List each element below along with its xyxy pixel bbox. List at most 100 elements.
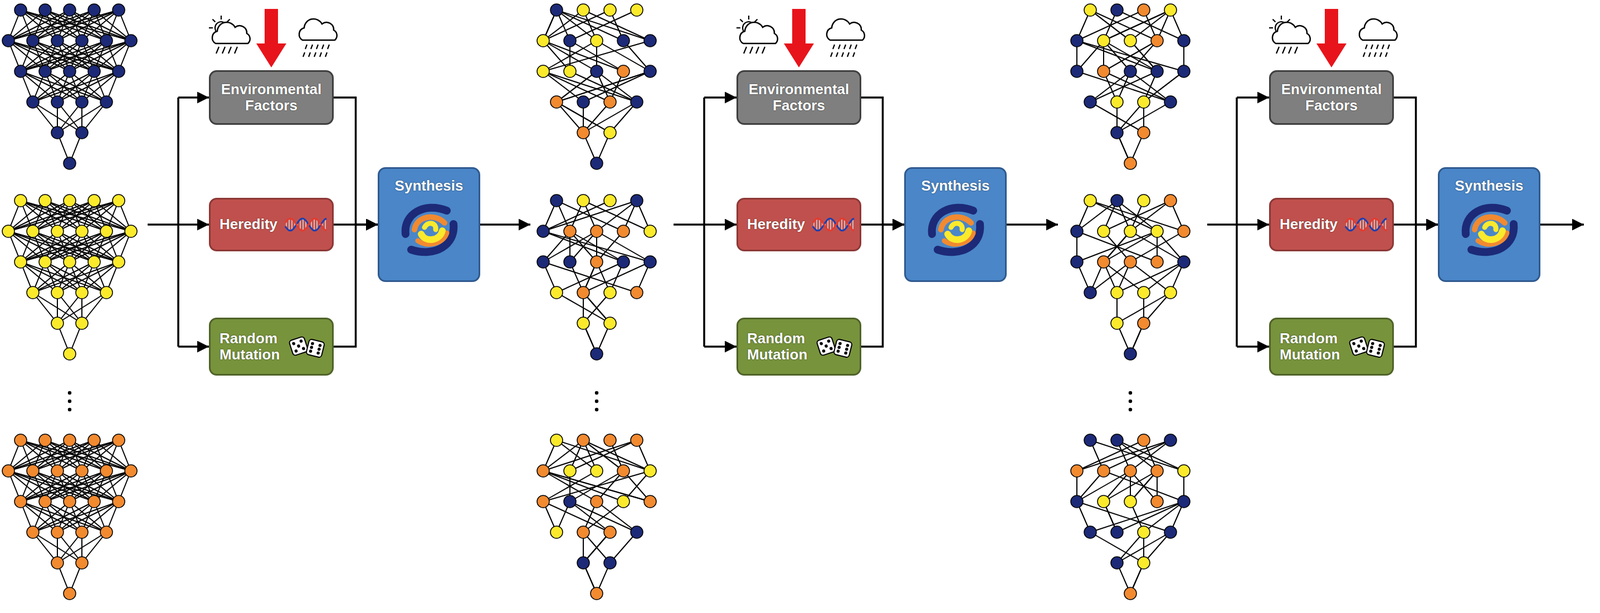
network-link xyxy=(1076,231,1158,262)
merge-connector xyxy=(1393,224,1438,347)
dna-rung xyxy=(1362,218,1364,231)
network-neuron xyxy=(14,433,27,447)
network-link xyxy=(1116,200,1158,232)
network-neuron xyxy=(1124,157,1137,170)
swirl-stroke xyxy=(947,230,969,240)
neural-network xyxy=(537,194,657,360)
mutation-box: Random Mutation xyxy=(208,317,334,376)
synthesis-swirl-icon xyxy=(395,198,463,261)
rain-drop xyxy=(1385,52,1388,57)
dna-rung xyxy=(1376,219,1378,230)
network-link xyxy=(81,10,119,41)
network-neuron xyxy=(26,286,39,299)
dna-strand xyxy=(1345,218,1387,231)
neural-network xyxy=(1070,3,1190,170)
rain-cloud-icon xyxy=(299,18,338,57)
network-neuron xyxy=(1164,95,1177,109)
network-neuron xyxy=(112,3,125,17)
rain-line xyxy=(222,46,226,54)
network-neuron xyxy=(1124,65,1137,78)
network-neuron xyxy=(1137,194,1150,207)
pressure-arrow xyxy=(1316,8,1347,68)
rain-drop xyxy=(841,52,844,57)
output-arrow xyxy=(480,223,531,226)
network-neuron xyxy=(14,65,27,78)
network-neuron xyxy=(112,433,125,447)
network-neuron xyxy=(550,433,563,447)
network-neuron xyxy=(100,286,113,299)
network-neuron xyxy=(63,194,76,207)
network-neuron xyxy=(550,286,563,299)
network-neuron xyxy=(563,255,577,268)
network-neuron xyxy=(603,3,617,17)
die-pip xyxy=(1368,349,1373,354)
network-neuron xyxy=(577,95,590,109)
network-neuron xyxy=(1177,464,1190,477)
network-neuron xyxy=(88,3,101,17)
ellipsis-dot xyxy=(594,391,599,395)
die xyxy=(816,335,836,356)
die-pip xyxy=(836,349,841,354)
rain-drop xyxy=(847,52,850,57)
die-pip xyxy=(294,348,299,353)
network-neuron xyxy=(26,225,39,238)
network-neuron xyxy=(537,495,550,508)
network-link xyxy=(94,40,131,72)
dna-rung xyxy=(841,218,843,231)
die-face xyxy=(1366,338,1385,358)
network-neuron xyxy=(1097,65,1110,78)
sun-ray xyxy=(1287,18,1291,22)
split-arrows xyxy=(673,97,1058,347)
environment-box: Environmental Factors xyxy=(1269,70,1394,125)
split-arrows xyxy=(1207,97,1584,347)
network-link xyxy=(1090,10,1131,41)
swirl-stroke xyxy=(1481,230,1503,240)
die-pip xyxy=(1352,341,1356,346)
network-neuron xyxy=(617,495,630,508)
network-neuron xyxy=(1137,3,1150,17)
network-neuron xyxy=(1124,495,1137,508)
die-pip xyxy=(1354,348,1359,353)
ellipsis-dot xyxy=(1128,391,1133,395)
rain-drop xyxy=(1365,44,1368,50)
network-neuron xyxy=(51,34,64,47)
network-neuron xyxy=(51,95,64,109)
rain-drop xyxy=(314,52,316,57)
sun-ray xyxy=(754,18,758,22)
split-line xyxy=(1235,97,1238,347)
rain-drop xyxy=(849,44,852,50)
network-neuron xyxy=(1124,587,1137,600)
network-neuron xyxy=(1124,34,1137,47)
ellipsis-dot xyxy=(67,399,72,403)
network-neuron xyxy=(1150,65,1164,78)
die xyxy=(1366,338,1385,358)
network-neuron xyxy=(51,316,64,330)
network-neuron xyxy=(1110,316,1124,330)
network-neuron xyxy=(563,495,577,508)
network-neuron xyxy=(644,65,657,78)
dna-rung xyxy=(299,219,301,231)
network-neuron xyxy=(38,495,52,508)
sun-ray xyxy=(212,18,216,22)
network-neuron xyxy=(630,95,643,109)
network-neuron xyxy=(590,495,603,508)
rain-line xyxy=(743,46,747,54)
dice-icon xyxy=(1346,329,1388,364)
network-neuron xyxy=(1137,556,1150,569)
network-neuron xyxy=(1137,126,1150,139)
network-neuron xyxy=(603,433,617,447)
network-neuron xyxy=(1124,347,1137,360)
dice-icon xyxy=(813,329,856,364)
split-line xyxy=(703,97,706,347)
rain-drop xyxy=(855,44,857,50)
network-neuron xyxy=(124,34,138,47)
dna-icon xyxy=(1344,213,1388,236)
network-neuron xyxy=(1084,433,1097,447)
node-label: Random Mutation xyxy=(747,330,814,363)
network-neuron xyxy=(1110,3,1124,17)
die xyxy=(833,338,853,358)
network-neuron xyxy=(51,126,64,139)
ellipsis-dot xyxy=(67,391,72,395)
cloud xyxy=(826,18,865,41)
